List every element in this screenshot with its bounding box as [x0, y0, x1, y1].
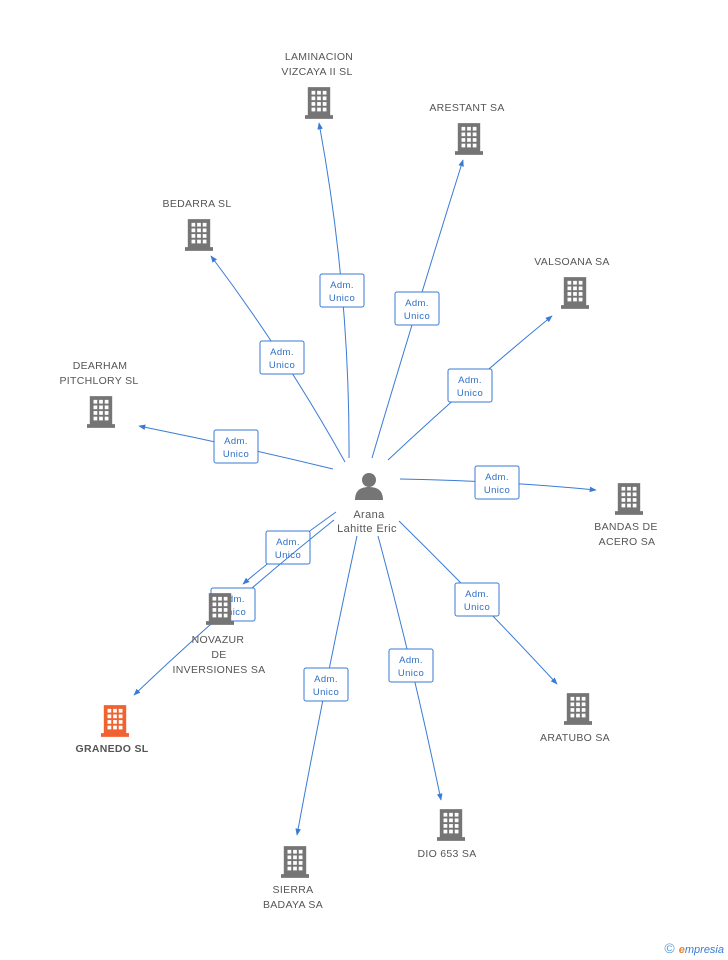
edge-arestant[interactable]: Adm. Unico — [371, 159, 464, 459]
edge-label-box — [388, 648, 434, 683]
edge-laminacion[interactable]: Adm. Unico — [317, 122, 365, 459]
edge-label-line1: Adm. — [314, 674, 338, 685]
edge-label-box — [303, 667, 349, 702]
edge-valsoana[interactable]: Adm. Unico — [387, 315, 553, 461]
company-node-bandas[interactable]: BANDAS DE ACERO SA — [594, 483, 657, 548]
company-name-line1: BEDARRA SL — [163, 198, 232, 210]
edge-label-line2: Unico — [464, 602, 490, 613]
edge-label-line1: Adm. — [399, 655, 423, 666]
edge-label-line2: Unico — [223, 449, 249, 460]
edge-label-box — [265, 530, 311, 565]
edge-label-line2: Unico — [457, 388, 483, 399]
company-name-line2: BADAYA SA — [263, 899, 323, 911]
edge-label-line1: Adm. — [330, 280, 354, 291]
center-name-line2: Lahitte Eric — [337, 523, 397, 535]
footer-brand: ©empresia — [664, 940, 724, 956]
edge-aratubo[interactable]: Adm. Unico — [398, 520, 558, 685]
edge-label-line2: Unico — [329, 293, 355, 304]
building-icon — [87, 396, 115, 428]
company-name-line3: INVERSIONES SA — [173, 664, 266, 676]
company-name-line1: SIERRA — [273, 884, 314, 896]
person-icon — [355, 473, 383, 500]
edge-label-line2: Unico — [269, 360, 295, 371]
edge-bandas[interactable]: Adm. Unico — [399, 465, 597, 500]
company-name-line1: DIO 653 SA — [417, 848, 476, 860]
building-icon — [561, 277, 589, 309]
building-icon — [185, 219, 213, 251]
edge-bedarra[interactable]: Adm. Unico — [210, 255, 346, 463]
edge-label-line1: Adm. — [458, 375, 482, 386]
edge-sierra[interactable]: Adm. Unico — [295, 535, 358, 836]
edge-label-line2: Unico — [220, 607, 246, 618]
company-name-line2: DE — [211, 649, 226, 661]
building-icon — [305, 87, 333, 119]
edge-label-box — [213, 429, 259, 464]
brand-name: mpresia — [684, 944, 724, 956]
company-node-granedo[interactable]: GRANEDO SL — [75, 705, 148, 755]
company-node-dio[interactable]: DIO 653 SA — [417, 809, 476, 860]
company-name-line1: DEARHAM — [73, 360, 128, 372]
edge-label-box — [259, 340, 305, 375]
company-node-bedarra[interactable]: BEDARRA SL — [163, 198, 232, 251]
company-name-line2: ACERO SA — [599, 536, 656, 548]
center-name-line1: Arana — [353, 509, 385, 521]
building-icon — [437, 809, 465, 841]
company-name-line2: VIZCAYA II SL — [281, 66, 352, 78]
edge-label-line2: Unico — [398, 668, 424, 679]
building-icon — [281, 846, 309, 878]
edge-label-box — [319, 273, 365, 308]
edge-label-line2: Unico — [404, 311, 430, 322]
edge-label-line1: Adm. — [465, 589, 489, 600]
company-node-valsoana[interactable]: VALSOANA SA — [534, 256, 609, 309]
edge-dearham[interactable]: Adm. Unico — [138, 424, 334, 470]
company-name-line1: LAMINACION — [285, 51, 353, 63]
company-node-laminacion[interactable]: LAMINACION VIZCAYA II SL — [281, 51, 353, 119]
company-node-dearham[interactable]: DEARHAM PITCHLORY SL — [59, 360, 138, 428]
company-name-line1: NOVAZUR — [192, 634, 245, 646]
nodes-layer: LAMINACION VIZCAYA II SL ARESTANT SA BEDARR… — [59, 51, 657, 911]
building-icon — [455, 123, 483, 155]
center-person-node[interactable]: Arana Lahitte Eric — [337, 473, 397, 535]
brand-e: e — [678, 944, 685, 956]
edge-label-line1: Adm. — [276, 537, 300, 548]
edge-label-line2: Unico — [313, 687, 339, 698]
edge-label-box — [454, 582, 500, 617]
company-node-aratubo[interactable]: ARATUBO SA — [540, 693, 610, 744]
edge-label-line1: Adm. — [221, 594, 245, 605]
edge-label-line1: Adm. — [405, 298, 429, 309]
company-name-line1: GRANEDO SL — [75, 743, 148, 755]
edge-dio[interactable]: Adm. Unico — [377, 535, 443, 801]
edge-novazur[interactable]: Adm. Unico — [242, 511, 337, 585]
company-node-arestant[interactable]: ARESTANT SA — [429, 102, 504, 155]
company-node-novazur[interactable]: NOVAZUR DE INVERSIONES SA — [173, 593, 266, 676]
edge-label-line1: Adm. — [485, 472, 509, 483]
edge-label-box — [474, 465, 520, 500]
company-node-sierra[interactable]: SIERRA BADAYA SA — [263, 846, 323, 911]
building-icon — [206, 593, 234, 625]
building-icon — [615, 483, 643, 515]
company-name-line1: BANDAS DE — [594, 521, 657, 533]
company-name-line1: ARATUBO SA — [540, 732, 610, 744]
edge-label-line2: Unico — [484, 485, 510, 496]
edge-label-line2: Unico — [275, 550, 301, 561]
edge-label-box — [447, 368, 493, 403]
building-icon — [564, 693, 592, 725]
building-icon — [101, 705, 129, 737]
edge-label-box — [394, 291, 440, 326]
copyright-icon: © — [664, 940, 675, 956]
company-name-line1: ARESTANT SA — [429, 102, 504, 114]
company-name-line1: VALSOANA SA — [534, 256, 609, 268]
company-name-line2: PITCHLORY SL — [59, 375, 138, 387]
edge-label-line1: Adm. — [224, 436, 248, 447]
edge-label-line1: Adm. — [270, 347, 294, 358]
